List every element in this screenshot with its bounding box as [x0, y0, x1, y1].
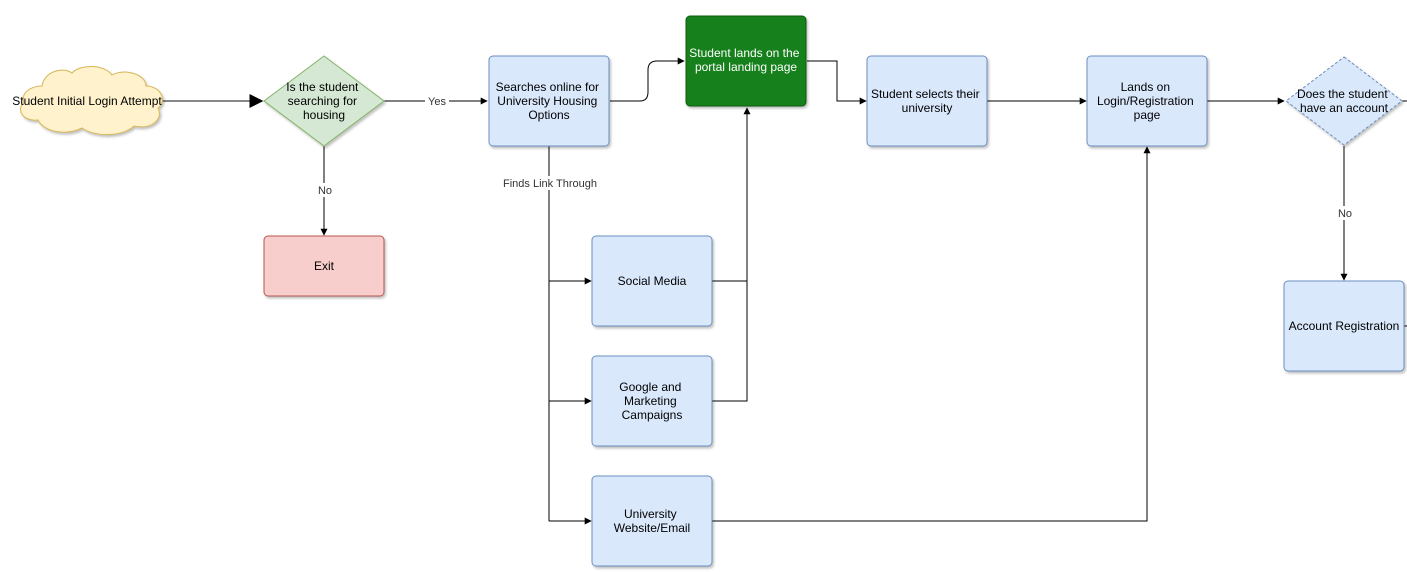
login-registration-label: Lands on Login/Registration page — [1097, 80, 1197, 122]
edge-labels: Yes No Finds Link Through No — [314, 94, 1356, 220]
login-registration-line-3: page — [1134, 108, 1161, 122]
university-website-shape — [591, 475, 713, 567]
login-registration-line-2: Login/Registration — [1097, 94, 1194, 108]
searches-online-line-2: University Housing — [497, 94, 597, 108]
university-website-line-1: University — [624, 507, 677, 521]
login-registration-line-1: Lands on — [1121, 80, 1170, 94]
selects-university-shape — [866, 55, 988, 147]
decision-searching-node[interactable]: Is the student searching for housing — [263, 55, 385, 147]
exit-node[interactable]: Exit — [263, 235, 385, 297]
account-registration-line-1: Account Registration — [1289, 319, 1400, 333]
start-cloud-line-1: Student Initial Login Attempt — [12, 94, 162, 108]
google-marketing-line-3: Campaigns — [622, 408, 683, 422]
decision-searching-label: Is the student searching for housing — [286, 80, 361, 122]
university-website-label: University Website/Email — [614, 507, 690, 535]
edge-label-finds-link: Finds Link Through — [503, 178, 597, 190]
edge-search-to-landing — [610, 57, 685, 102]
decision-account-node[interactable]: Does the student have an account — [1285, 56, 1403, 146]
searches-online-line-3: Options — [528, 108, 569, 122]
account-registration-label: Account Registration — [1289, 319, 1400, 333]
start-cloud-node[interactable]: Student Initial Login Attempt — [12, 66, 163, 135]
google-marketing-shape — [591, 355, 713, 447]
selects-university-line-1: Student selects their — [871, 87, 980, 101]
start-cloud-label: Student Initial Login Attempt — [12, 94, 162, 108]
selects-university-node[interactable]: Student selects their university — [866, 55, 988, 147]
edges — [160, 57, 1407, 525]
google-marketing-node[interactable]: Google and Marketing Campaigns — [591, 355, 713, 447]
selects-university-line-2: university — [902, 101, 953, 115]
login-registration-shape — [1086, 55, 1208, 147]
edge-label-no-account: No — [1338, 208, 1352, 220]
google-marketing-line-1: Google and — [619, 380, 681, 394]
landing-page-label: Student lands on the portal landing page — [689, 46, 802, 74]
exit-shape — [263, 235, 385, 297]
decision-account-line-1: Does the student — [1297, 87, 1388, 101]
login-registration-node[interactable]: Lands on Login/Registration page — [1086, 55, 1208, 147]
edge-google-to-landing — [712, 281, 748, 402]
edge-social-to-landing — [712, 107, 751, 282]
searches-online-node[interactable]: Searches online for University Housing O… — [488, 55, 610, 147]
decision-searching-line-2: searching for — [288, 94, 357, 108]
social-media-line-1: Social Media — [618, 274, 687, 288]
searches-online-shape — [488, 55, 610, 147]
university-website-line-2: Website/Email — [614, 521, 690, 535]
searches-online-label: Searches online for University Housing O… — [496, 80, 603, 122]
decision-searching-line-1: Is the student — [286, 80, 359, 94]
social-media-node[interactable]: Social Media — [591, 235, 713, 327]
exit-label: Exit — [314, 259, 335, 273]
selects-university-label: Student selects their university — [871, 87, 983, 115]
university-website-node[interactable]: University Website/Email — [591, 475, 713, 567]
edge-label-yes: Yes — [428, 96, 446, 108]
decision-account-line-2: have an account — [1300, 101, 1389, 115]
decision-account-label: Does the student have an account — [1297, 87, 1391, 115]
edge-landing-to-selects — [807, 60, 867, 105]
decision-account-shape — [1285, 56, 1403, 146]
decision-searching-shape — [263, 55, 385, 147]
landing-page-line-2: portal landing page — [695, 60, 797, 74]
landing-page-shape — [685, 15, 807, 107]
account-registration-shape — [1283, 280, 1405, 372]
account-registration-node[interactable]: Account Registration — [1283, 280, 1405, 372]
google-marketing-label: Google and Marketing Campaigns — [619, 380, 684, 422]
landing-page-line-1: Student lands on the — [689, 46, 799, 60]
edge-university-to-login — [712, 146, 1151, 522]
landing-page-node[interactable]: Student lands on the portal landing page — [685, 15, 807, 107]
google-marketing-line-2: Marketing — [624, 394, 677, 408]
social-media-label: Social Media — [618, 274, 687, 288]
searches-online-line-1: Searches online for — [496, 80, 599, 94]
social-media-shape — [591, 235, 713, 327]
decision-searching-line-3: housing — [303, 108, 345, 122]
cloud-shape — [20, 66, 163, 135]
exit-line-1: Exit — [314, 259, 335, 273]
edge-label-no-exit: No — [318, 185, 332, 197]
